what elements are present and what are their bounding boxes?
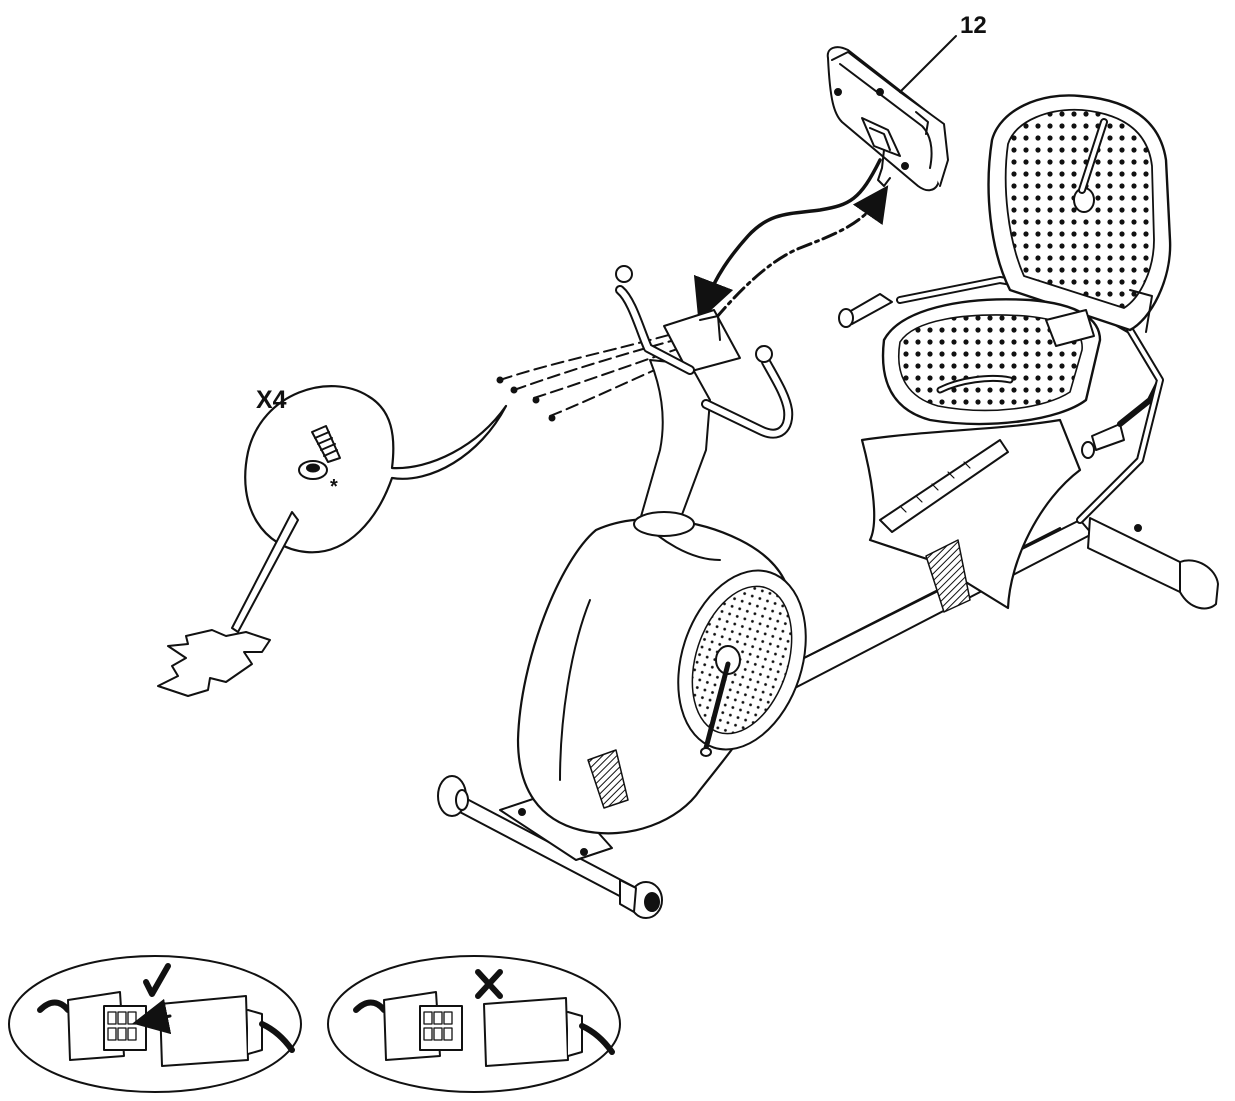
part-number-label: 12 xyxy=(960,12,987,39)
x-mark-icon xyxy=(475,969,503,999)
recumbent-bike xyxy=(437,94,1219,919)
console-part xyxy=(826,35,957,192)
bolt-callout xyxy=(157,385,508,697)
bolt-quantity-label: X4 xyxy=(256,386,287,414)
wire-route-arrow xyxy=(714,185,889,320)
connector-inset-incorrect xyxy=(327,955,621,1093)
connector-inset-correct xyxy=(8,955,302,1093)
bolt-icon xyxy=(298,425,341,480)
checkmark-icon xyxy=(143,963,171,997)
bolt-note-mark: * xyxy=(330,476,338,498)
install-arrow xyxy=(693,158,882,322)
hex-key-icon xyxy=(157,511,299,697)
